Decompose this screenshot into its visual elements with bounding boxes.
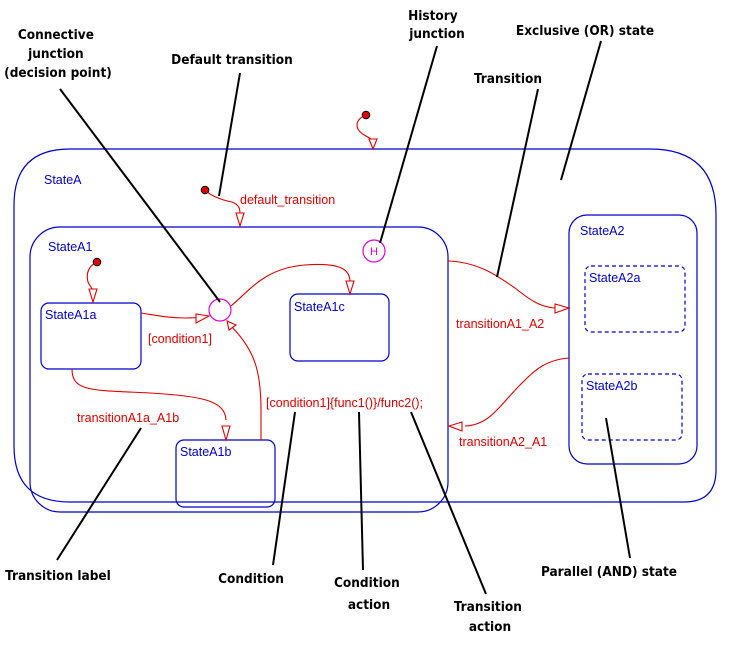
default-transition-source-dot — [361, 110, 371, 120]
state-a1-label: StateA1 — [48, 240, 93, 254]
state-a1a-label: StateA1a — [45, 308, 96, 322]
history-junction-label: H — [370, 246, 378, 258]
transition-junction-to-a1c[interactable] — [230, 263, 355, 307]
callout-condition-action: Condition action — [334, 575, 404, 613]
default-transition-source-dot — [200, 185, 210, 195]
transition-a2-to-a1[interactable] — [447, 357, 570, 432]
transition-a1a-to-junction[interactable] — [140, 312, 211, 324]
state-a2-box[interactable] — [568, 214, 698, 465]
state-a2b-label: StateA2b — [586, 379, 637, 393]
leader-transition — [496, 88, 539, 278]
leader-transition-label — [56, 427, 142, 561]
callout-history-junction: History junction — [408, 8, 465, 42]
default-transition-source-dot — [92, 257, 102, 267]
transition-a2-a1-label: transitionA2_A1 — [459, 435, 547, 449]
state-a2-label: StateA2 — [580, 224, 625, 238]
default-transition-a[interactable] — [200, 185, 245, 228]
state-a1c-label: StateA1c — [294, 300, 345, 314]
transition-a1-to-a2[interactable] — [447, 260, 571, 314]
callout-transition: Transition — [474, 71, 542, 87]
default-transition-a1[interactable] — [86, 257, 102, 304]
default-transition-top[interactable] — [356, 110, 378, 151]
state-a-box[interactable] — [13, 148, 717, 503]
state-a-label: StateA — [44, 173, 82, 187]
state-a2b-box[interactable] — [581, 373, 683, 441]
leader-transition-action — [410, 411, 487, 595]
history-junction[interactable]: H — [362, 239, 386, 263]
leader-parallel-state — [605, 417, 631, 559]
leader-connective-junction — [59, 88, 221, 303]
transition-a1a-to-a1b[interactable] — [71, 368, 231, 443]
state-a1b-label: StateA1b — [180, 445, 231, 459]
connective-junction[interactable] — [208, 298, 232, 322]
state-a1-box[interactable] — [29, 226, 449, 513]
callout-parallel-state: Parallel (AND) state — [541, 564, 677, 580]
leader-history-junction — [379, 45, 438, 244]
state-a1a-box[interactable] — [40, 302, 142, 370]
transition-a1b-to-junction[interactable] — [226, 320, 262, 440]
leader-condition-action — [358, 411, 364, 571]
transition-a1-a2-label: transitionA1_A2 — [456, 317, 544, 331]
condition1-label: [condition1] — [148, 332, 212, 346]
callout-default-transition: Default transition — [171, 52, 293, 68]
leader-default-transition — [218, 72, 241, 197]
state-a2a-label: StateA2a — [589, 271, 640, 285]
leader-condition — [272, 411, 296, 566]
leader-exclusive-state — [560, 40, 602, 181]
callout-transition-action: Transition action — [454, 599, 526, 635]
condition-action-label: [condition1]{func1()}/func2(); — [266, 396, 423, 410]
callout-connective-junction: Connective junction (decision point) — [4, 27, 112, 81]
transition-a1a-a1b-label: transitionA1a_A1b — [77, 411, 179, 425]
state-a1c-box[interactable] — [289, 293, 390, 362]
default-transition-label: default_transition — [240, 193, 335, 207]
state-a2a-box[interactable] — [584, 265, 686, 333]
callout-condition: Condition — [218, 571, 284, 587]
callout-exclusive-state: Exclusive (OR) state — [516, 23, 654, 39]
callout-transition-label: Transition label — [5, 568, 111, 584]
